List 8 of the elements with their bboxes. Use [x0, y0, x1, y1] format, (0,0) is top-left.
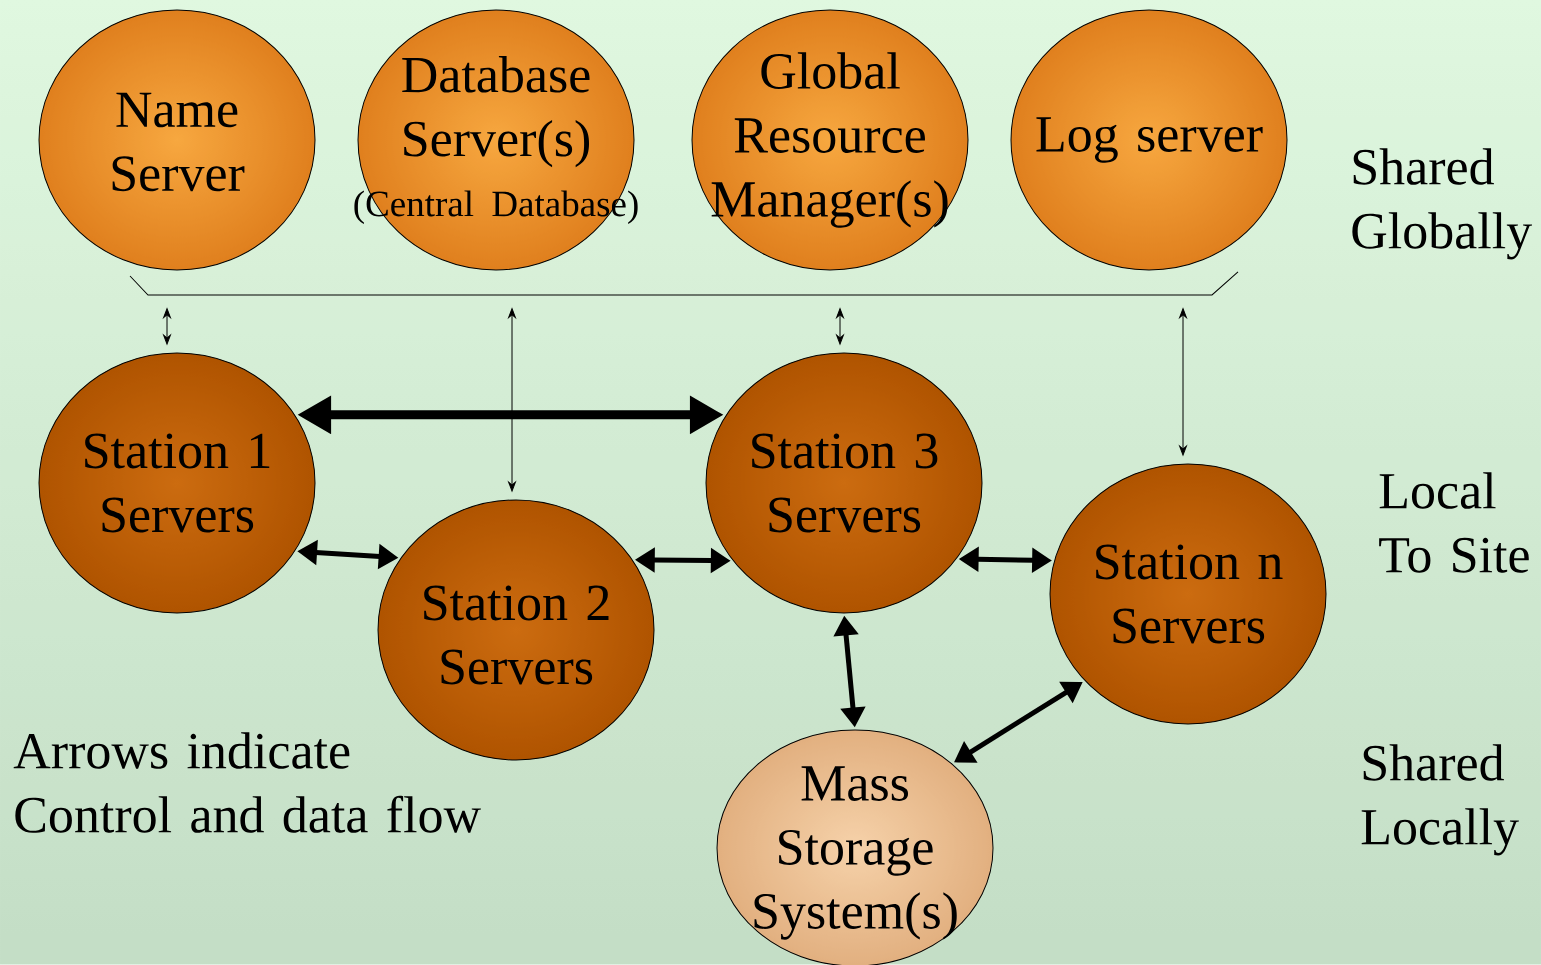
- double-arrow: [1179, 308, 1187, 456]
- double-arrow: [836, 308, 844, 345]
- side-note: Local To Site: [1379, 472, 1529, 573]
- side-note: Shared Globally: [1352, 148, 1532, 260]
- double-arrow: [163, 308, 171, 345]
- side-note: Shared Locally: [1361, 744, 1519, 856]
- bus-line: [129, 271, 1239, 296]
- double-arrow: [508, 308, 516, 492]
